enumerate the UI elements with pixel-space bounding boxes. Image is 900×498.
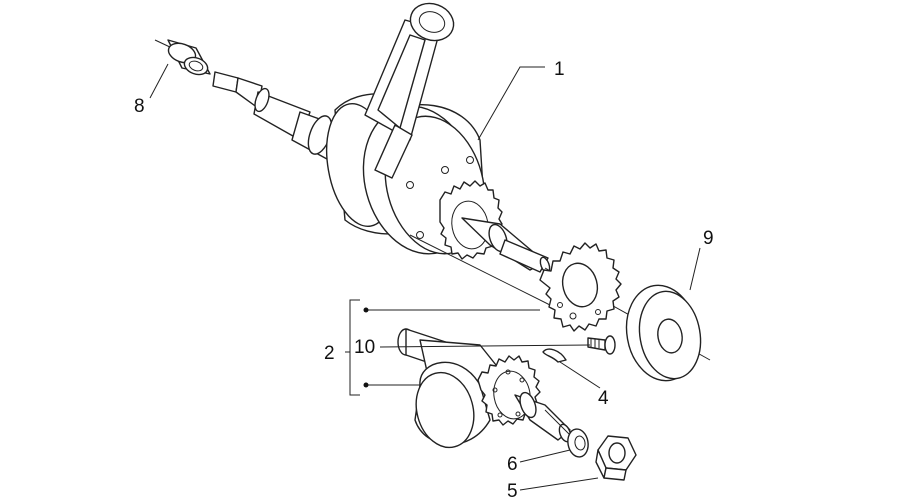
screw-part-10 <box>587 335 616 355</box>
callout-6: 6 <box>507 454 518 475</box>
callout-4: 4 <box>598 388 609 409</box>
bushing-part-8 <box>154 39 211 76</box>
crankshaft-part-1 <box>212 2 711 361</box>
key-part-4 <box>542 348 567 363</box>
washer-part-9 <box>625 284 702 382</box>
timing-gear <box>539 242 622 332</box>
washer-part-6 <box>567 428 589 458</box>
callout-1: 1 <box>554 59 565 80</box>
callout-9: 9 <box>703 228 714 249</box>
callout-2: 2 <box>324 343 335 364</box>
leader-lines <box>149 63 701 491</box>
callout-5: 5 <box>507 481 518 498</box>
nut-part-5 <box>595 435 637 481</box>
callout-10: 10 <box>354 337 375 358</box>
callout-8: 8 <box>134 96 145 117</box>
balancer-shaft-part-2 <box>397 328 581 449</box>
